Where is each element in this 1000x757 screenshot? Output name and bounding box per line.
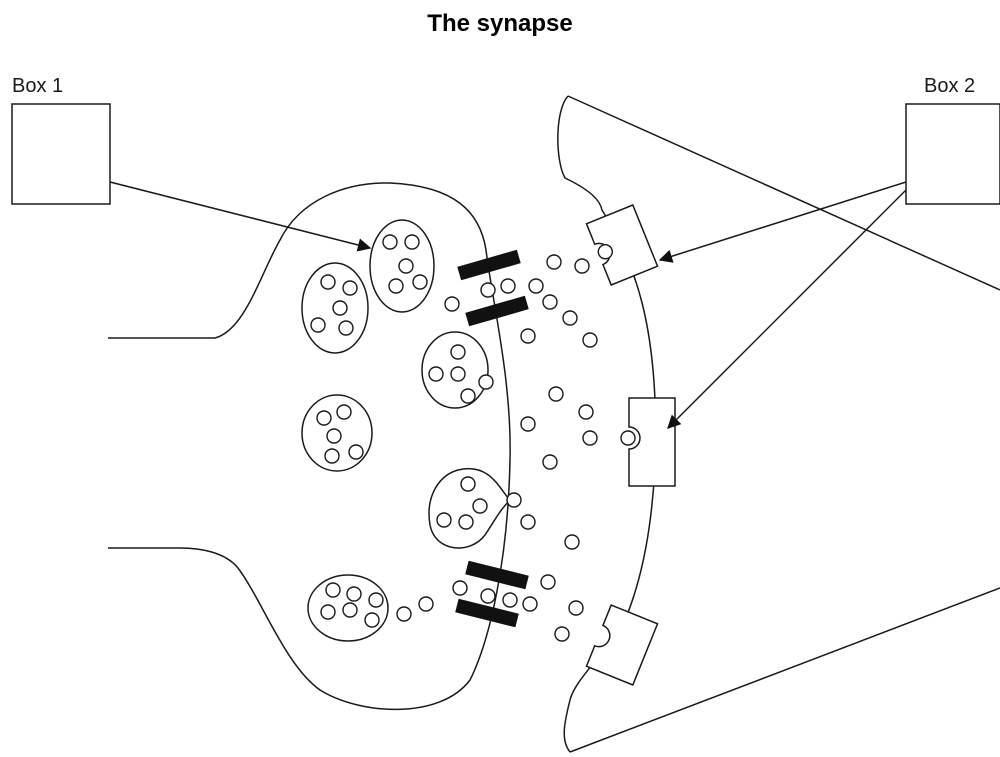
receptors	[585, 204, 676, 686]
neurotransmitter	[364, 612, 380, 628]
arrow-box2-to-receptor-middle	[667, 189, 907, 429]
neurotransmitters	[310, 234, 598, 642]
neurotransmitter	[574, 258, 590, 274]
neurotransmitter	[320, 274, 336, 290]
neurotransmitter	[478, 374, 494, 390]
channel-bar	[457, 249, 521, 281]
box-1	[11, 103, 111, 205]
receptor-top	[585, 204, 659, 286]
neurotransmitter	[620, 430, 636, 446]
neurotransmitter	[450, 344, 466, 360]
neurotransmitter	[480, 282, 496, 298]
neurotransmitter	[546, 254, 562, 270]
arrow-box2-to-receptor-top	[658, 181, 907, 263]
neurotransmitter	[528, 278, 544, 294]
neurotransmitter	[582, 332, 598, 348]
receptor-bottom	[585, 604, 659, 686]
receptor-body	[585, 204, 659, 286]
channel-bar	[465, 295, 529, 327]
receptor-body	[585, 604, 659, 686]
neurotransmitter	[542, 454, 558, 470]
neurotransmitter	[562, 310, 578, 326]
neurotransmitter	[338, 320, 354, 336]
neurotransmitter	[522, 596, 538, 612]
neurotransmitter	[568, 600, 584, 616]
dendrite-upper-edge	[567, 95, 1000, 291]
neurotransmitter	[450, 366, 466, 382]
neurotransmitter	[396, 606, 412, 622]
neurotransmitter	[554, 626, 570, 642]
receptor-middle	[620, 397, 676, 487]
neurotransmitter	[342, 280, 358, 296]
neurotransmitter	[368, 592, 384, 608]
neurotransmitter	[540, 574, 556, 590]
neurotransmitter	[444, 296, 460, 312]
neurotransmitter	[332, 300, 348, 316]
neurotransmitter	[325, 582, 341, 598]
neurotransmitter	[502, 592, 518, 608]
arrow-box1-to-vesicle	[109, 181, 372, 252]
neurotransmitter	[398, 258, 414, 274]
neurotransmitter	[500, 278, 516, 294]
box-2-label: Box 2	[924, 75, 975, 97]
diagram-title: The synapse	[427, 10, 573, 37]
box-1-label: Box 1	[12, 75, 63, 97]
neurotransmitter	[578, 404, 594, 420]
neurotransmitter	[436, 512, 452, 528]
neurotransmitter	[542, 294, 558, 310]
neurotransmitter	[346, 586, 362, 602]
neurotransmitter	[310, 317, 326, 333]
neurotransmitter	[597, 244, 614, 260]
neurotransmitter	[520, 514, 536, 530]
neurotransmitter	[418, 596, 434, 612]
neurotransmitter	[480, 588, 496, 604]
neurotransmitter	[320, 604, 336, 620]
neurotransmitter	[548, 386, 564, 402]
neurotransmitter	[324, 448, 340, 464]
channel-bar	[455, 598, 519, 628]
neurotransmitter	[472, 498, 488, 514]
neurotransmitter	[520, 328, 536, 344]
neurotransmitter	[316, 410, 332, 426]
neurotransmitter	[336, 404, 352, 420]
ion-channels	[455, 249, 529, 628]
neurotransmitter	[388, 278, 404, 294]
channel-bar	[465, 560, 529, 590]
neurotransmitter	[382, 234, 398, 250]
neurotransmitter	[520, 416, 536, 432]
neurotransmitter	[412, 274, 428, 290]
box-2	[905, 103, 1000, 205]
neurotransmitter	[404, 234, 420, 250]
receptor-body	[628, 397, 676, 487]
dendrite-lower-edge	[569, 587, 1000, 753]
neurotransmitter	[582, 430, 598, 446]
neurotransmitter	[342, 602, 358, 618]
neurotransmitter	[348, 444, 364, 460]
neurotransmitter	[458, 514, 474, 530]
neurotransmitter	[564, 534, 580, 550]
neurotransmitter	[460, 388, 476, 404]
neurotransmitter	[460, 476, 476, 492]
fusing-vesicle	[428, 467, 512, 549]
presynaptic-terminal	[108, 182, 511, 711]
neurotransmitter	[428, 366, 444, 382]
neurotransmitter	[452, 580, 468, 596]
neurotransmitter	[326, 428, 342, 444]
neurotransmitter	[506, 492, 522, 508]
